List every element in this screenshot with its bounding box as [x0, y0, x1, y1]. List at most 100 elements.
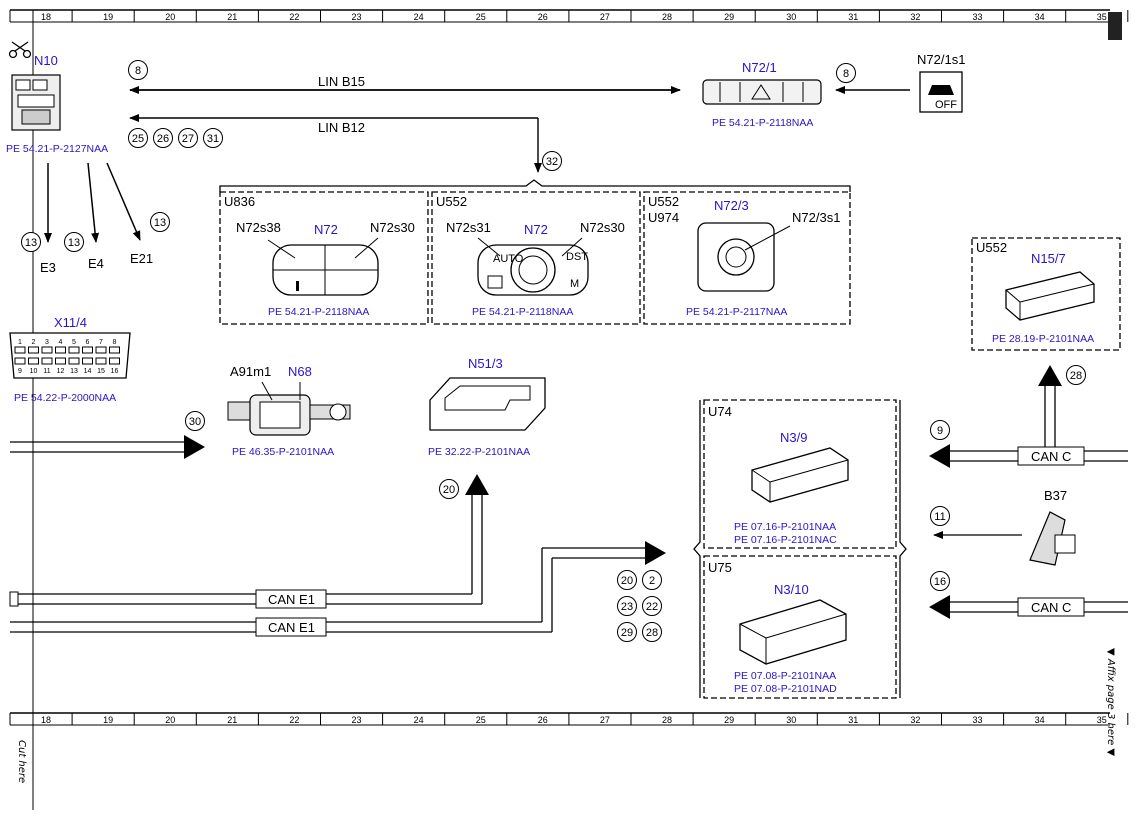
circle-13a: 13	[25, 237, 37, 249]
n72s31-label: N72s31	[446, 220, 491, 235]
circle-11-shape	[930, 506, 950, 526]
circle-13b: 13	[68, 237, 80, 249]
circle-26: 26	[157, 133, 169, 145]
n3-9-ecu-icon	[751, 447, 849, 503]
ruler-top-number: 22	[289, 12, 299, 22]
u74-u75-bracket-left	[693, 400, 701, 698]
n3-10-label: N3/10	[774, 582, 809, 597]
ruler-top-number: 23	[351, 12, 361, 22]
n51-3-ref: PE 32.22-P-2101NAA	[428, 446, 530, 458]
ruler-top-number: 21	[227, 12, 237, 22]
n72-a-label: N72	[314, 222, 338, 237]
circle-20b: 20	[621, 575, 633, 587]
can-e1-b-label: CAN E1	[268, 620, 315, 635]
u974-label: U974	[648, 210, 679, 225]
x11-4-pin	[14, 357, 26, 365]
b37-pedal-sensor-icon	[1029, 511, 1076, 566]
x11-4-pin	[82, 357, 93, 365]
n15-7-module-icon	[1005, 271, 1095, 321]
ruler-bottom-number: 23	[351, 715, 361, 725]
ruler-top-number: 31	[848, 12, 858, 22]
n72-ref-1: PE 54.21-P-2118NAA	[268, 306, 369, 318]
x11-4-pin-label: 14	[84, 368, 92, 375]
circle-27: 27	[182, 133, 194, 145]
u75-label: U75	[708, 560, 732, 575]
u552-c-label: U552	[976, 240, 1007, 255]
scissors-icon	[8, 41, 32, 59]
u552-u974-box	[643, 191, 851, 325]
n10-module-icon	[11, 74, 61, 131]
e21-label: E21	[130, 251, 153, 266]
u74-u75-bracket-right	[899, 400, 907, 698]
x11-4-pin-label: 8	[113, 339, 117, 346]
n3-10-ref-2: PE 07.08-P-2101NAD	[734, 683, 837, 695]
x11-4-pin-label: 1	[18, 339, 22, 346]
ruler-top-number: 32	[910, 12, 920, 22]
ruler-top-number: 29	[724, 12, 734, 22]
n15-7-label: N15/7	[1031, 251, 1066, 266]
u552-b-label: U552	[648, 194, 679, 209]
x11-4-pin	[14, 346, 26, 354]
lin-b15-label: LIN B15	[318, 74, 365, 89]
n72-3-ref: PE 54.21-P-2117NAA	[686, 306, 787, 318]
ruler-top-number: 27	[600, 12, 610, 22]
ruler-top-number: 20	[165, 12, 175, 22]
ruler-bottom-number: 27	[600, 715, 610, 725]
u552-box	[431, 191, 641, 325]
x11-4-pin	[55, 346, 66, 354]
u75-box	[703, 555, 897, 699]
circle-2: 2	[649, 575, 655, 587]
x11-4-pin-label: 11	[43, 368, 50, 375]
can-c-b-label: CAN C	[1031, 600, 1071, 615]
circle-13c: 13	[154, 217, 166, 229]
x11-4-pin	[109, 357, 120, 365]
x11-4-pin	[95, 346, 107, 354]
n3-9-ref-2: PE 07.16-P-2101NAC	[734, 534, 837, 546]
n3-9-label: N3/9	[780, 430, 807, 445]
m-label: M	[570, 278, 579, 290]
circle-16-shape	[930, 571, 950, 591]
ruler-bottom-number: 28	[662, 715, 672, 725]
x11-4-pin	[41, 357, 53, 365]
x11-4-pin-label: 13	[70, 368, 78, 375]
circle-22: 22	[646, 601, 658, 613]
n72-ref-2: PE 54.21-P-2118NAA	[472, 306, 573, 318]
ruler-top-number: 34	[1035, 12, 1045, 22]
n72s30-b-label: N72s30	[580, 220, 625, 235]
esp-off-switch-icon: OFF	[919, 71, 963, 113]
ruler-top-number: 33	[972, 12, 982, 22]
x11-4-pin	[55, 357, 66, 365]
x11-4-pin-label: 10	[30, 368, 38, 375]
u836-box	[219, 191, 429, 325]
ruler-bottom-number: 31	[848, 715, 858, 725]
x11-4-pin-label: 15	[97, 368, 105, 375]
n72s30-a-label: N72s30	[370, 220, 415, 235]
n15-7-box	[971, 237, 1121, 351]
circle-9: 9	[937, 425, 943, 437]
x11-4-pin-label: 12	[57, 368, 65, 375]
ruler-bottom-number: 22	[289, 715, 299, 725]
circle-30: 30	[189, 416, 201, 428]
x11-4-pin	[95, 357, 107, 365]
x11-4-label: X11/4	[54, 315, 87, 330]
x11-4-pin-label: 3	[45, 339, 49, 346]
dst-label: DST	[566, 251, 588, 263]
ruler-bottom-number: 25	[476, 715, 486, 725]
circle-20a-shape	[439, 479, 459, 499]
circle-28a: 28	[1070, 370, 1082, 382]
e4-label: E4	[88, 256, 104, 271]
a91m1-label: A91m1	[230, 364, 271, 379]
circle-28a-shape	[1066, 365, 1086, 385]
u74-box	[703, 399, 897, 549]
n3-10-ref-1: PE 07.08-P-2101NAA	[734, 670, 836, 682]
n72-3-label: N72/3	[714, 198, 749, 213]
ruler-top-number: 25	[476, 12, 486, 22]
x11-4-pin-label: 4	[59, 339, 63, 346]
can-c-lower-bus	[929, 595, 1128, 619]
ruler-bottom-number: 29	[724, 715, 734, 725]
circle-11: 11	[934, 511, 945, 523]
n3-9-ref-1: PE 07.16-P-2101NAA	[734, 521, 836, 533]
